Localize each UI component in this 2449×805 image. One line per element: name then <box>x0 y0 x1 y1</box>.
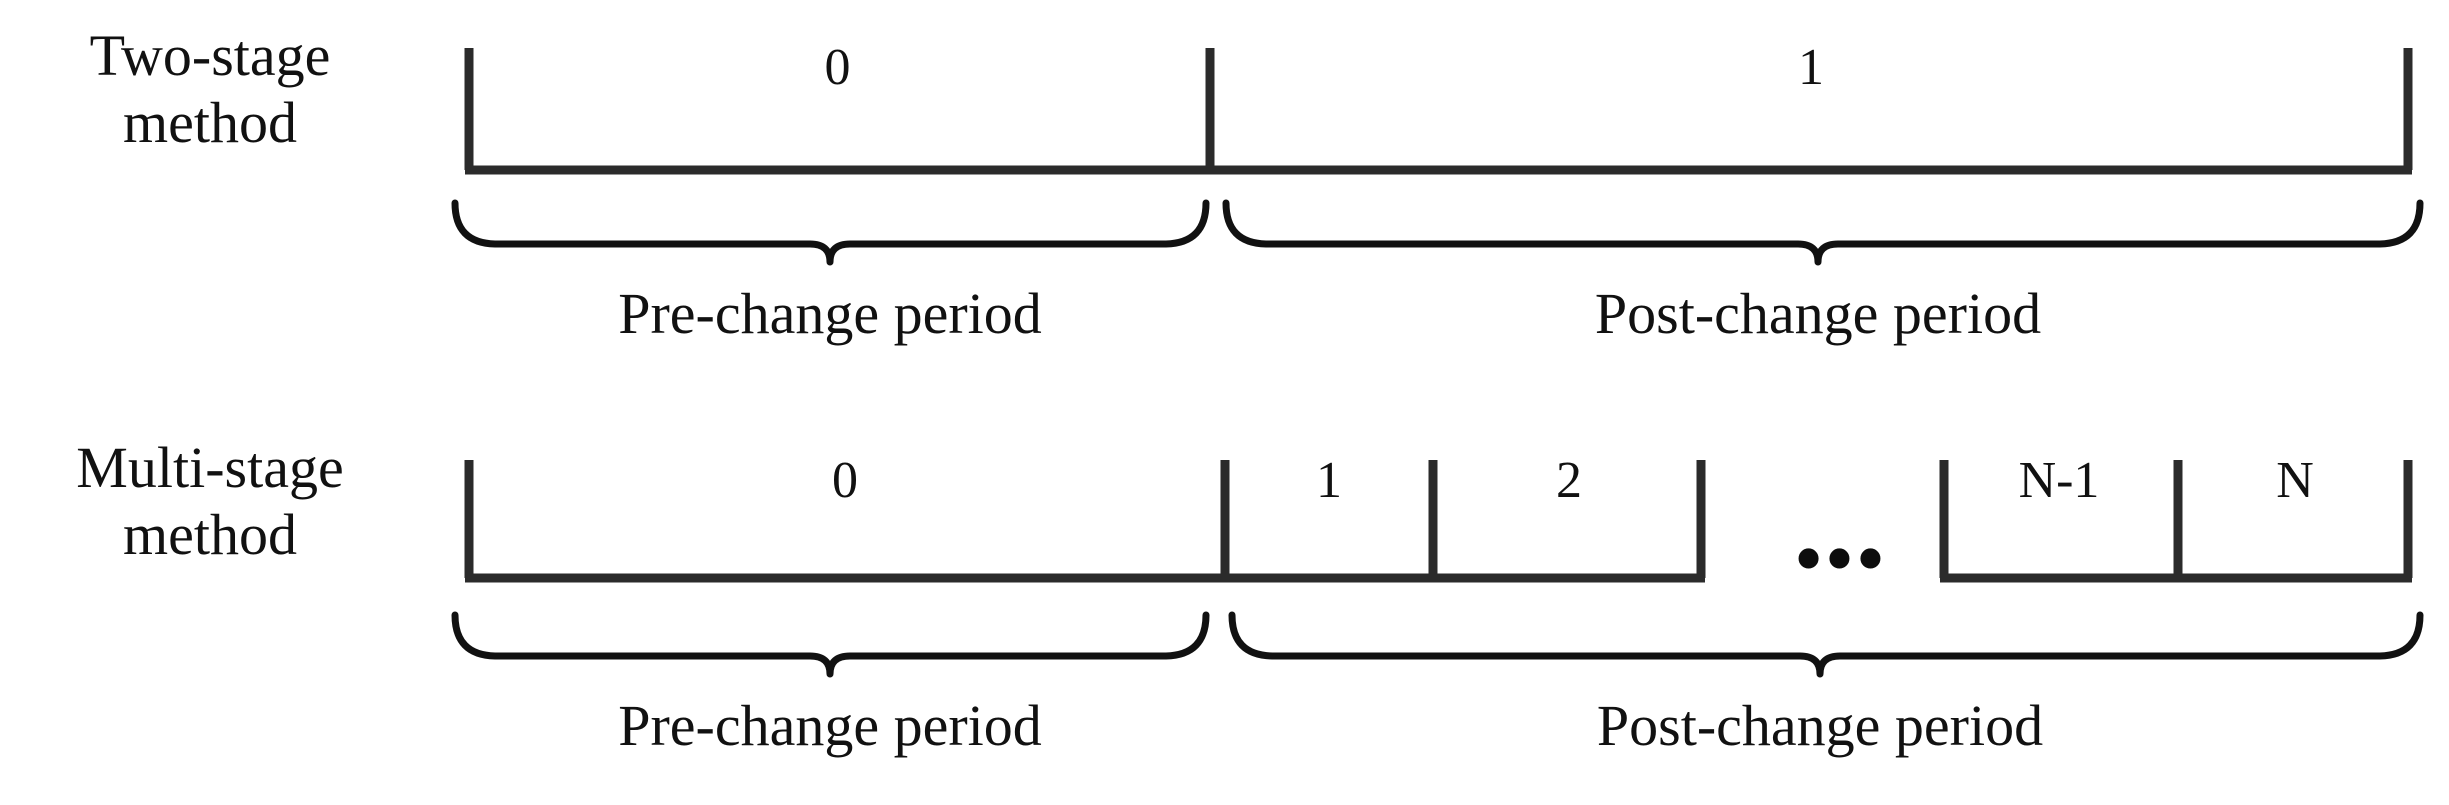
two-stage-brace-label-pre-change: Pre-change period <box>618 281 1042 346</box>
multi-stage-brace-label-pre-change: Pre-change period <box>618 693 1042 758</box>
multi-stage-segment-label-n-minus-1: N-1 <box>2018 452 2100 509</box>
two-stage-brace-post-change <box>1222 199 2424 266</box>
multi-stage-segment-label-n: N <box>2276 452 2314 509</box>
multi-stage-brace-post-change <box>1228 611 2424 678</box>
two-stage-brace-label-post-change: Post-change period <box>1594 281 2042 346</box>
two-stage-segment-label-0: 0 <box>824 39 851 96</box>
row-label-multi-stage: Multi-stage method <box>76 435 344 568</box>
multi-stage-segment-label-2: 2 <box>1556 452 1582 509</box>
row-label-two-stage: Two-stage method <box>89 23 331 156</box>
multi-stage-ellipsis: ••• <box>1795 518 1889 600</box>
multi-stage-brace-label-post-change: Post-change period <box>1596 693 2044 758</box>
two-stage-brace-pre-change <box>451 199 1210 266</box>
multi-stage-brace-pre-change <box>451 611 1210 678</box>
multi-stage-segment-label-0: 0 <box>832 452 858 509</box>
multi-stage-segment-label-1: 1 <box>1316 452 1342 509</box>
two-stage-segment-label-1: 1 <box>1798 39 1824 96</box>
